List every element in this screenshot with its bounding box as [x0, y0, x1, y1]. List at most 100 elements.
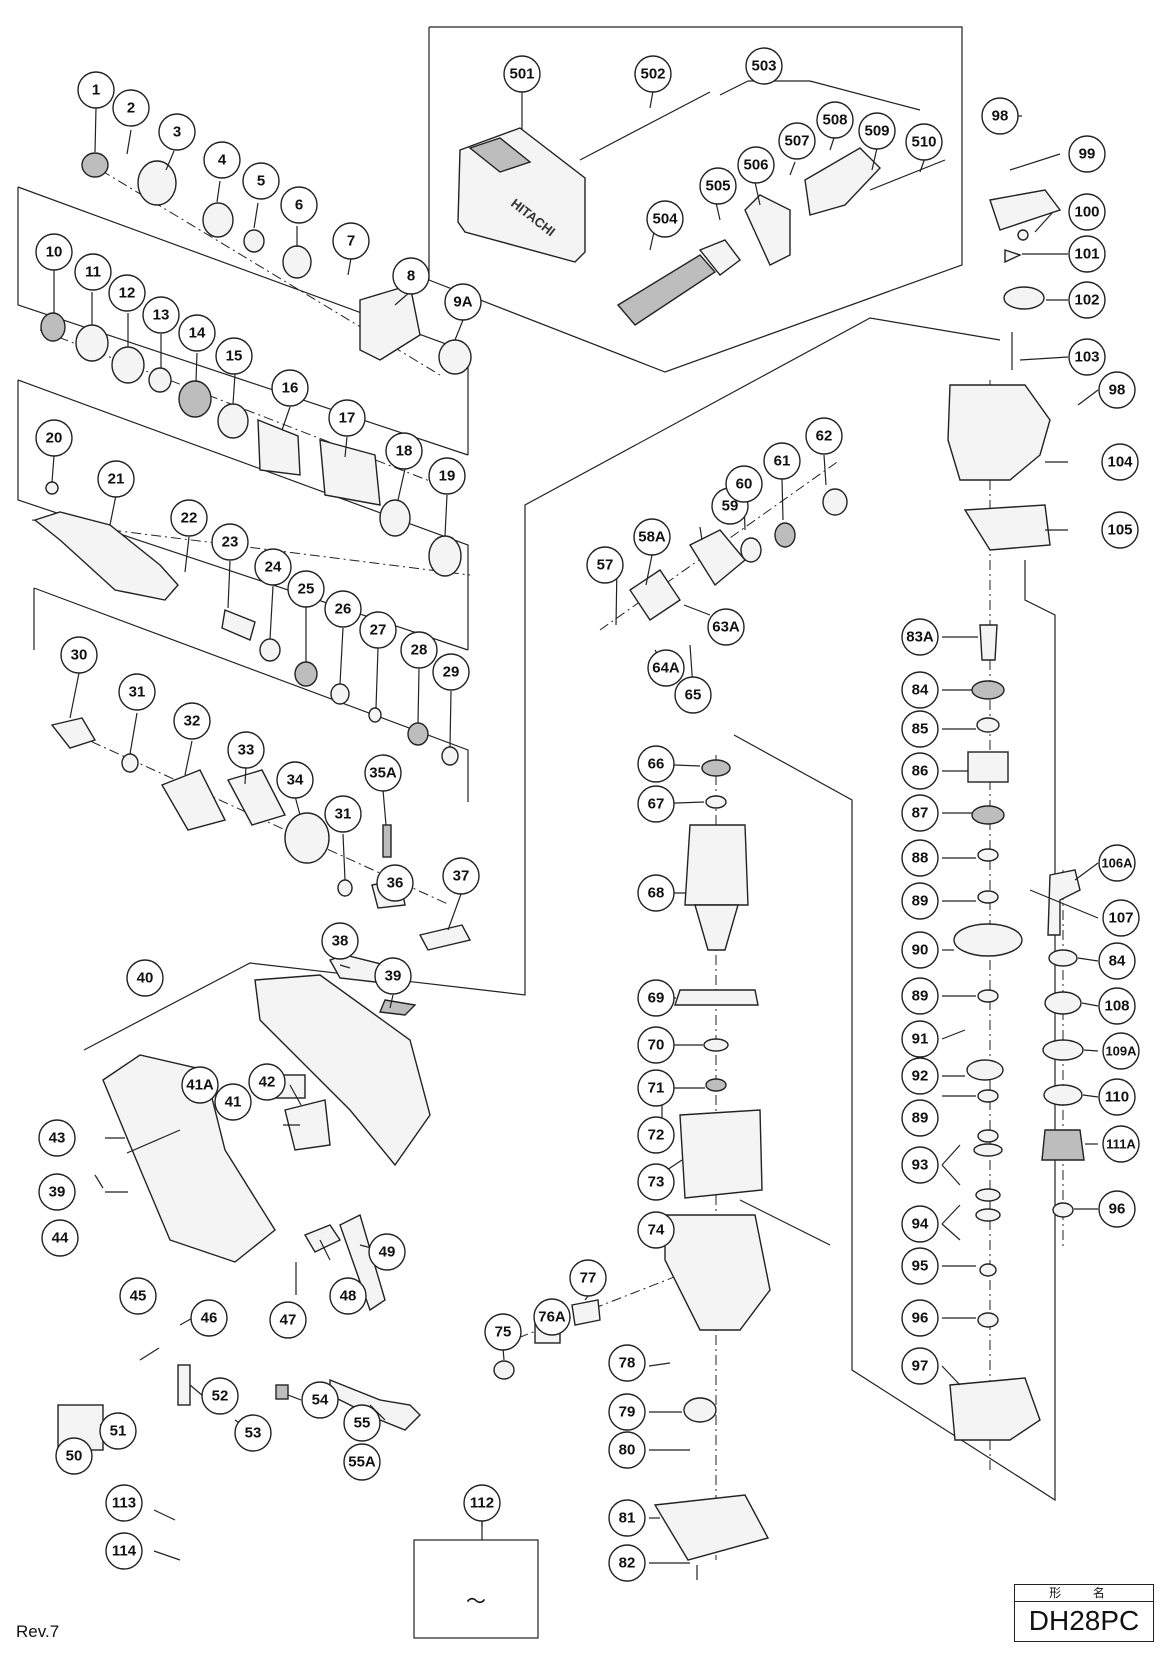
svg-text:103: 103 [1074, 349, 1099, 366]
svg-text:96: 96 [912, 1310, 929, 1327]
model-box: 形 名 DH28PC [1014, 1584, 1154, 1642]
part-callout-82: 82 [608, 1544, 646, 1582]
part-callout-1: 1 [77, 71, 115, 109]
svg-text:45: 45 [130, 1288, 147, 1305]
kit-range-tilde: 〜 [466, 1591, 486, 1613]
svg-text:50: 50 [66, 1448, 83, 1465]
svg-text:3: 3 [173, 124, 181, 141]
part-callout-508: 508 [816, 101, 854, 139]
part-callout-5: 5 [242, 162, 280, 200]
svg-text:14: 14 [189, 325, 206, 342]
part-callout-4: 4 [203, 141, 241, 179]
part-callout-84: 84 [901, 671, 939, 709]
svg-text:86: 86 [912, 763, 929, 780]
svg-text:104: 104 [1107, 454, 1133, 471]
part-callout-94: 94 [901, 1205, 939, 1243]
part-callout-48: 48 [329, 1277, 367, 1315]
svg-text:74: 74 [648, 1222, 665, 1239]
svg-text:92: 92 [912, 1068, 929, 1085]
group-frames [17, 26, 1056, 1502]
main-housing [102, 954, 431, 1263]
part-callout-9A: 9A [444, 283, 482, 321]
svg-text:108: 108 [1104, 998, 1129, 1015]
side-handle [616, 147, 946, 326]
part-callout-70: 70 [637, 1026, 675, 1064]
svg-text:2: 2 [127, 100, 135, 117]
part-callout-20: 20 [35, 419, 73, 457]
svg-text:29: 29 [443, 664, 460, 681]
svg-text:31: 31 [335, 806, 352, 823]
svg-text:31: 31 [129, 684, 146, 701]
part-callout-13: 13 [142, 296, 180, 334]
part-callout-60: 60 [725, 465, 763, 503]
part-callout-79: 79 [608, 1393, 646, 1431]
part-callout-96: 96 [1098, 1190, 1136, 1228]
part-callout-95: 95 [901, 1247, 939, 1285]
svg-text:64A: 64A [652, 660, 680, 677]
svg-text:73: 73 [648, 1174, 665, 1191]
part-callout-88: 88 [901, 839, 939, 877]
svg-text:23: 23 [222, 534, 239, 551]
part-callout-52: 52 [201, 1377, 239, 1415]
part-callout-109A: 109A [1102, 1032, 1140, 1070]
part-callout-33: 33 [227, 731, 265, 769]
svg-text:51: 51 [110, 1423, 127, 1440]
svg-text:35A: 35A [369, 765, 397, 782]
part-callout-22: 22 [170, 499, 208, 537]
svg-text:27: 27 [370, 622, 387, 639]
part-callout-30: 30 [60, 636, 98, 674]
svg-text:107: 107 [1108, 910, 1133, 927]
svg-text:505: 505 [705, 178, 730, 195]
svg-text:57: 57 [597, 557, 614, 574]
part-callout-6: 6 [280, 186, 318, 224]
part-callout-40: 40 [126, 959, 164, 997]
svg-text:36: 36 [387, 875, 404, 892]
part-callout-44: 44 [41, 1219, 79, 1257]
part-callout-10: 10 [35, 233, 73, 271]
svg-text:78: 78 [619, 1355, 636, 1372]
part-callout-62: 62 [805, 417, 843, 455]
part-callout-104: 104 [1101, 443, 1139, 481]
part-callout-81: 81 [608, 1499, 646, 1537]
svg-text:9A: 9A [453, 294, 472, 311]
part-callout-101: 101 [1068, 235, 1106, 273]
svg-text:102: 102 [1074, 292, 1099, 309]
part-callout-8: 8 [392, 257, 430, 295]
part-callout-501: 501 [503, 55, 541, 93]
svg-text:20: 20 [46, 430, 63, 447]
part-callout-7: 7 [332, 222, 370, 260]
part-callout-11: 11 [74, 253, 112, 291]
svg-text:52: 52 [212, 1388, 229, 1405]
model-caption: 形 名 [1015, 1585, 1153, 1602]
part-callout-71: 71 [637, 1069, 675, 1107]
part-callout-45: 45 [119, 1277, 157, 1315]
part-callout-61: 61 [763, 442, 801, 480]
svg-text:72: 72 [648, 1127, 665, 1144]
svg-text:39: 39 [49, 1184, 66, 1201]
svg-text:16: 16 [282, 380, 299, 397]
part-callout-54: 54 [301, 1381, 339, 1419]
svg-text:6: 6 [295, 197, 303, 214]
part-callout-34: 34 [276, 761, 314, 799]
part-callout-65: 65 [674, 676, 712, 714]
callout-bubbles: 123456789A101112131415161718192021222324… [35, 47, 1140, 1621]
part-callout-69: 69 [637, 979, 675, 1017]
part-callout-78: 78 [608, 1344, 646, 1382]
part-callout-25: 25 [287, 570, 325, 608]
part-callout-50: 50 [55, 1437, 93, 1475]
svg-text:28: 28 [411, 642, 428, 659]
part-callout-39: 39 [374, 957, 412, 995]
svg-text:96: 96 [1109, 1201, 1126, 1218]
part-callout-43: 43 [38, 1119, 76, 1157]
svg-text:506: 506 [743, 157, 768, 174]
svg-text:507: 507 [784, 133, 809, 150]
svg-text:508: 508 [822, 112, 847, 129]
part-callout-2: 2 [112, 89, 150, 127]
svg-text:509: 509 [864, 123, 889, 140]
svg-text:26: 26 [335, 601, 352, 618]
part-callout-63A: 63A [707, 608, 745, 646]
part-callout-18: 18 [385, 432, 423, 470]
part-callout-100: 100 [1068, 193, 1106, 231]
svg-text:62: 62 [816, 428, 833, 445]
